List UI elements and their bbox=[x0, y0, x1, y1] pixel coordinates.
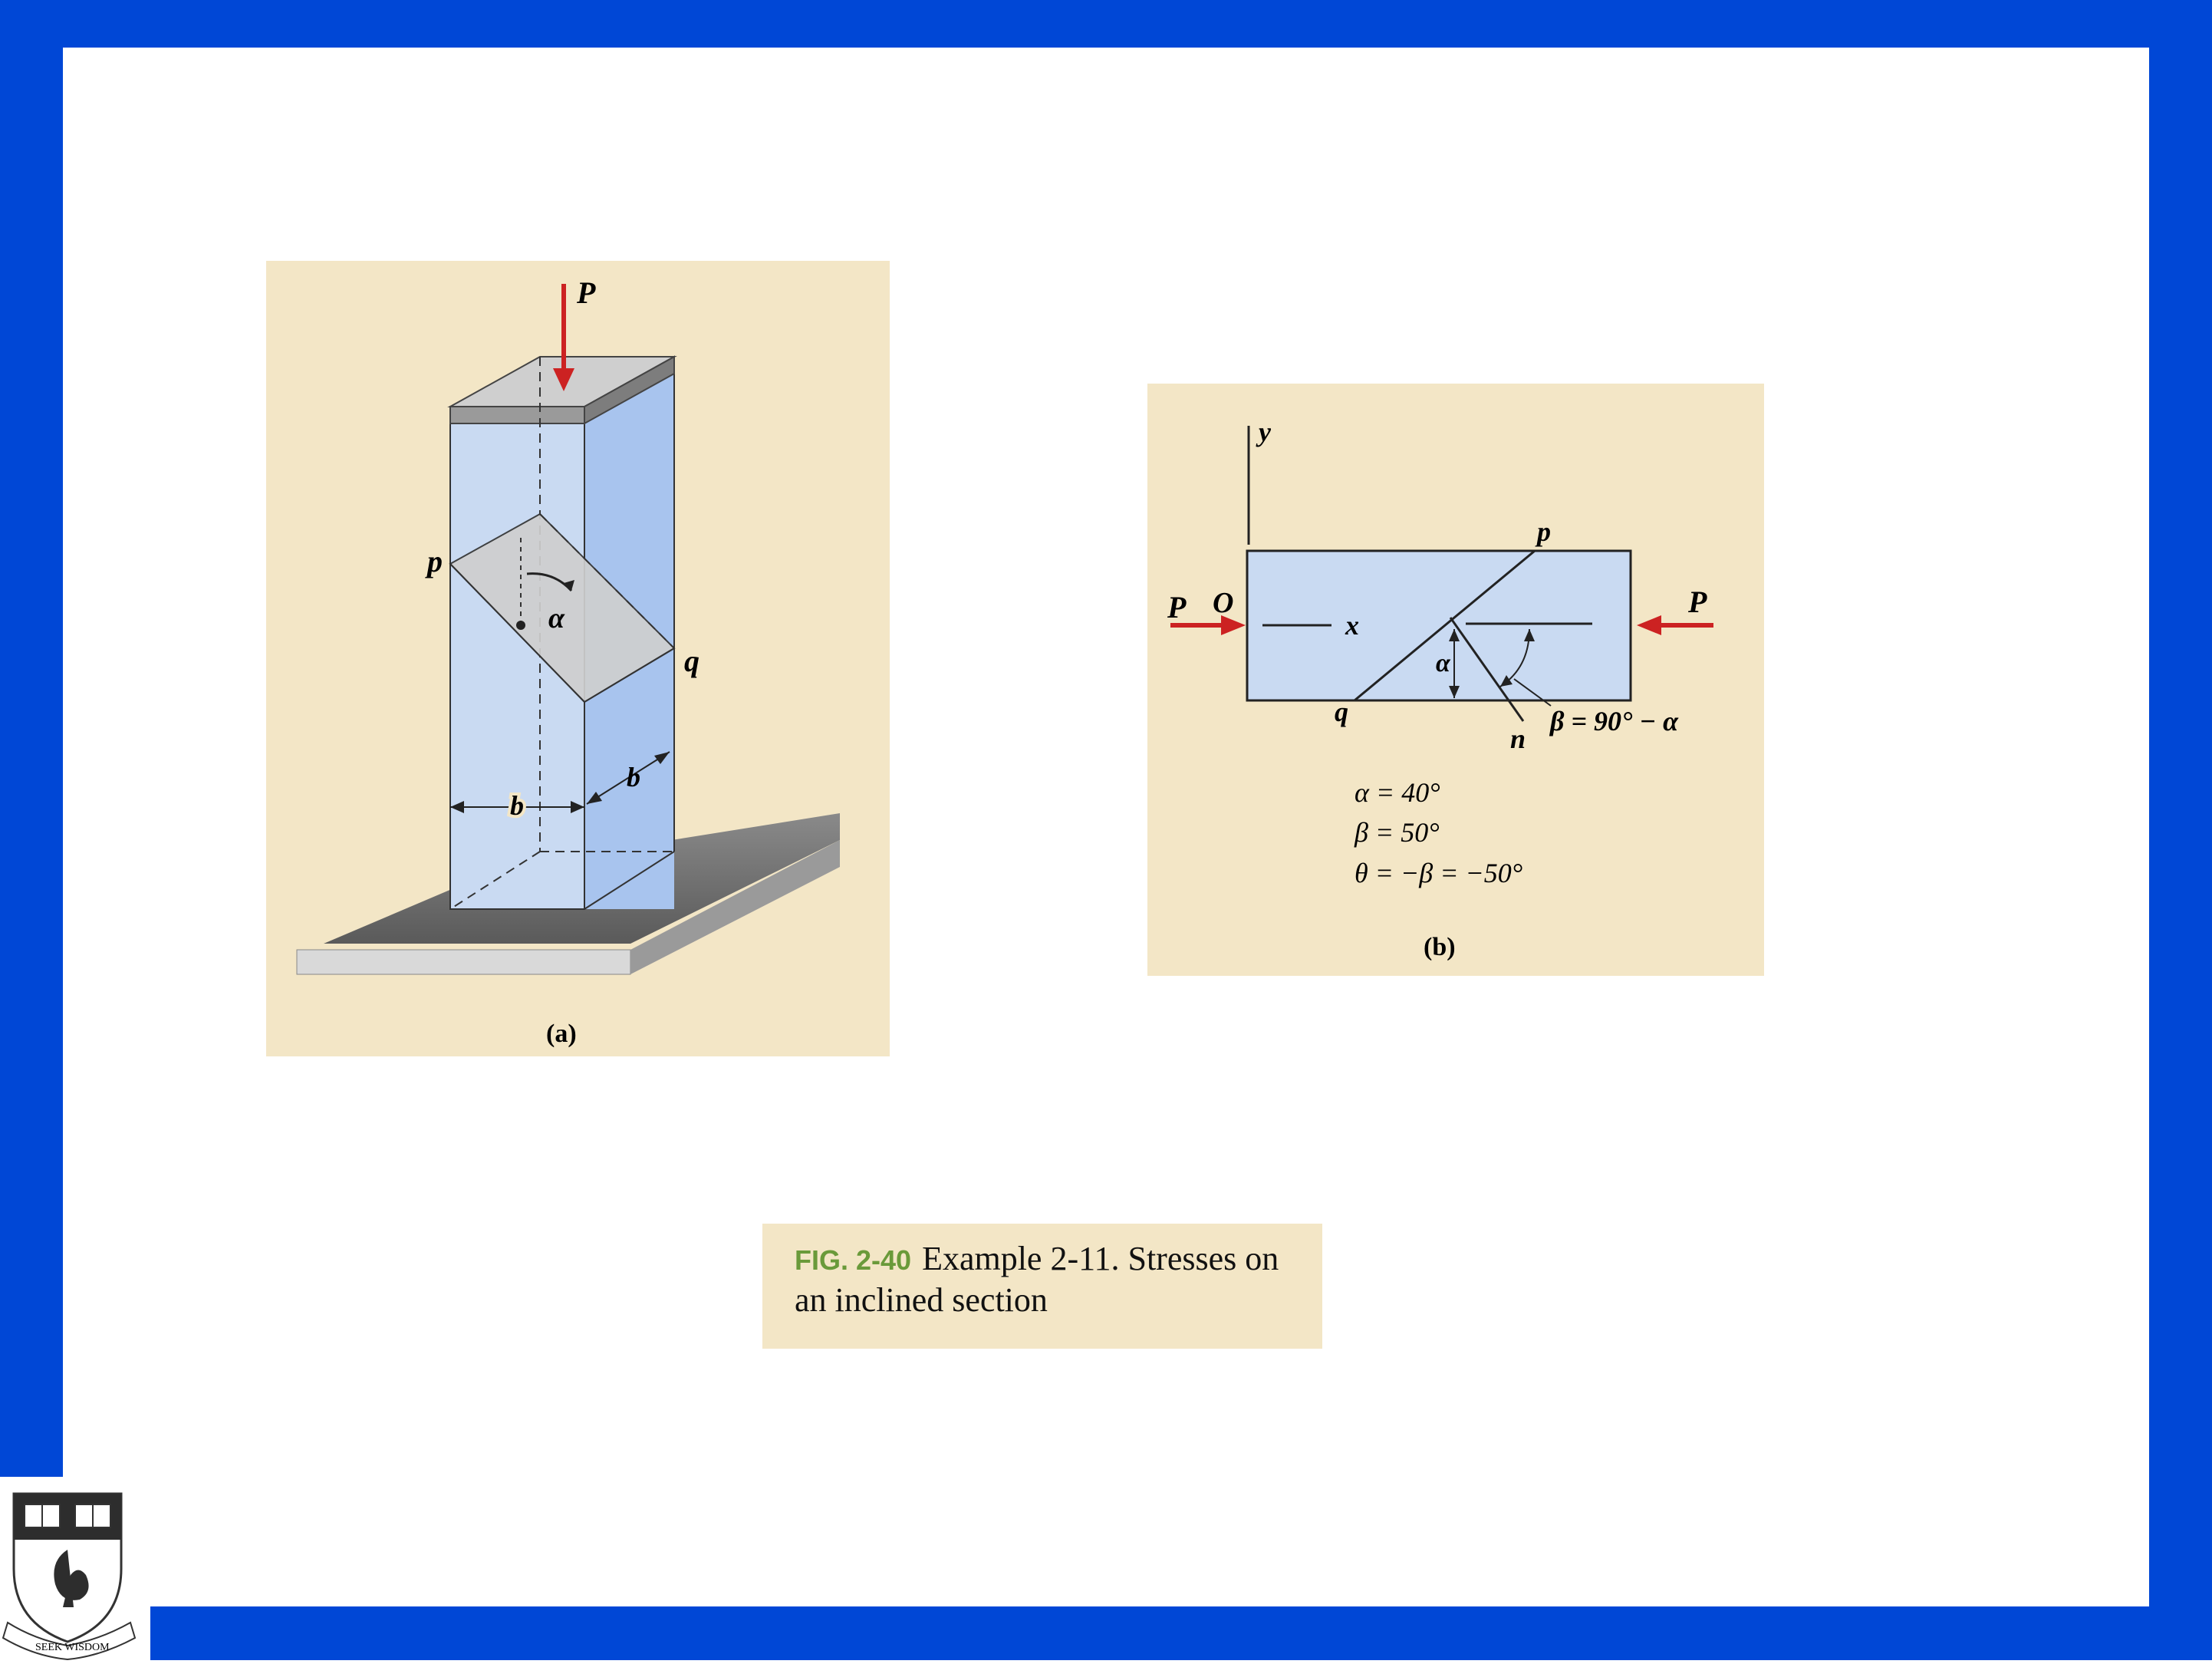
equation-theta: θ = −β = −50° bbox=[1355, 858, 1522, 888]
caption-figure-number: FIG. 2-40 bbox=[795, 1244, 912, 1276]
top-cap-edge-front bbox=[449, 406, 585, 424]
point-q-label: q bbox=[1335, 697, 1348, 727]
angle-alpha-label: α bbox=[548, 602, 565, 634]
load-arrow-right-head bbox=[1637, 615, 1661, 635]
width-b-side-label: b bbox=[627, 762, 640, 792]
top-cap-edge-side bbox=[584, 355, 675, 425]
point-q-label: q bbox=[684, 644, 699, 678]
figure-b-diagram: y x O P P p q n α β = 90° − α α = 40° β … bbox=[1167, 417, 1713, 961]
crest-motto: SEEK WISDOM bbox=[35, 1642, 110, 1653]
load-right-label: P bbox=[1687, 585, 1707, 619]
normal-n-label: n bbox=[1510, 723, 1526, 754]
load-left-label: P bbox=[1167, 590, 1187, 624]
frame-right-bar bbox=[2149, 0, 2212, 1660]
normal-line bbox=[1449, 617, 1525, 722]
figure-b-sublabel: (b) bbox=[1424, 933, 1456, 961]
x-axis-label: x bbox=[1345, 610, 1359, 641]
beta-relation-label: β = 90° − α bbox=[1549, 706, 1679, 736]
load-arrow-head bbox=[553, 368, 574, 391]
figure-a-panel: P p q α b b (a) bbox=[266, 261, 890, 1056]
angle-alpha-label: α bbox=[1436, 649, 1451, 677]
caption-text: Example 2-11. Stresses on an inclined se… bbox=[795, 1240, 1279, 1319]
figure-b-panel: y x O P P p q n α β = 90° − α α = 40° β … bbox=[1147, 384, 1764, 976]
equation-beta: β = 50° bbox=[1354, 817, 1440, 848]
equation-alpha: α = 40° bbox=[1355, 777, 1440, 808]
y-axis-label: y bbox=[1256, 417, 1272, 447]
load-label: P bbox=[576, 275, 596, 310]
load-arrow-left-head bbox=[1221, 615, 1246, 635]
base-plate-side bbox=[630, 840, 840, 974]
point-p-label: p bbox=[425, 544, 443, 578]
origin-label: O bbox=[1213, 587, 1233, 619]
frame-bottom-bar bbox=[150, 1606, 2212, 1660]
figure-a-sublabel: (a) bbox=[546, 1020, 577, 1048]
point-p-label: p bbox=[1535, 516, 1551, 547]
university-crest: SEEK WISDOM bbox=[0, 1477, 150, 1661]
figure-a-diagram: P p q α b b (a) bbox=[296, 275, 840, 1048]
inclined-section-line bbox=[1354, 549, 1536, 702]
frame-top-bar bbox=[0, 0, 2212, 48]
frame-left-bar bbox=[0, 0, 63, 1477]
width-b-front-label: b bbox=[510, 790, 524, 821]
crest-icon: SEEK WISDOM bbox=[2, 1492, 137, 1661]
base-plate-edge bbox=[296, 949, 631, 975]
